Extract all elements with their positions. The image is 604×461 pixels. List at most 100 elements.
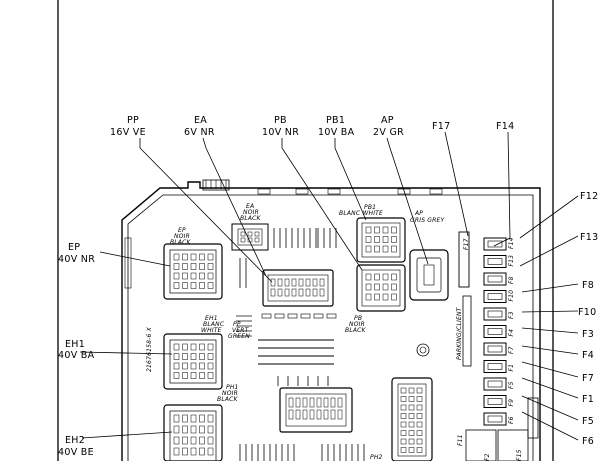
connector-pin bbox=[207, 372, 214, 379]
fuse-slot-f8: F8 bbox=[483, 272, 515, 286]
connector-pin bbox=[391, 245, 397, 253]
connector-pin bbox=[207, 447, 214, 456]
connector-pin bbox=[199, 253, 205, 261]
pb-label-2: NOIR bbox=[349, 321, 365, 328]
connector-pin bbox=[302, 409, 308, 420]
fuse-slot-label: F7 bbox=[508, 346, 515, 354]
connector-pin bbox=[240, 237, 246, 243]
connector-pb1 bbox=[356, 217, 406, 263]
eh1-label-3: WHITE bbox=[201, 327, 222, 334]
fuse-f17-slot bbox=[458, 231, 470, 288]
connector-pin bbox=[207, 343, 214, 351]
connector-pin bbox=[323, 409, 329, 420]
connector-pin bbox=[391, 273, 397, 281]
connector-pin bbox=[309, 409, 315, 420]
callout-pb1-spec: 10V BA bbox=[318, 127, 355, 138]
fuse-body bbox=[483, 342, 507, 356]
connector-pin bbox=[391, 236, 397, 243]
callout-eh2-label: EH2 bbox=[65, 435, 85, 446]
fuse-slot-f7: F7 bbox=[483, 342, 515, 356]
fuse-window bbox=[487, 310, 503, 318]
connector-pin bbox=[316, 397, 322, 408]
callout-pp-spec: 16V VE bbox=[110, 127, 146, 138]
connector-pin bbox=[254, 237, 260, 243]
connector-pin bbox=[400, 430, 407, 436]
pb1-label-2: BLANC WHITE bbox=[339, 210, 383, 217]
callout-eh2-spec: 40V BE bbox=[58, 447, 94, 458]
pp-label-1: PP bbox=[233, 321, 241, 328]
connector-pin bbox=[199, 362, 205, 370]
connector-pin bbox=[302, 397, 308, 408]
connector-pin bbox=[173, 425, 180, 434]
ea-label-1: EA bbox=[246, 203, 254, 210]
fuse-slot-f5: F5 bbox=[483, 377, 515, 391]
connector-pin bbox=[207, 263, 214, 270]
ph1-label-2: NOIR bbox=[222, 390, 238, 397]
callout-ap-spec: 2V GR bbox=[373, 127, 404, 138]
f17-slot-label: F17 bbox=[463, 238, 470, 250]
connector-pin bbox=[173, 436, 180, 445]
connector-pin bbox=[416, 413, 423, 419]
connector-pin bbox=[305, 288, 311, 297]
connector-pin bbox=[207, 436, 214, 445]
connector-pin bbox=[190, 372, 197, 379]
connector-pin bbox=[207, 414, 214, 423]
connector-pin bbox=[199, 414, 205, 423]
connector-pin bbox=[416, 438, 423, 445]
connector-pin bbox=[374, 273, 380, 281]
f11-slot-label: F11 bbox=[457, 434, 464, 446]
callout-f14-label: F14 bbox=[496, 121, 514, 132]
connector-pin bbox=[190, 425, 197, 434]
connector-pin bbox=[288, 397, 294, 408]
connector-pin bbox=[408, 387, 415, 394]
connector-pin bbox=[182, 272, 188, 280]
fuse-body bbox=[483, 360, 507, 373]
callout-f8: F8 bbox=[582, 280, 594, 291]
fuse-slot-f3: F3 bbox=[483, 307, 515, 321]
connector-pin bbox=[182, 282, 188, 289]
ph2-label: PH2 bbox=[370, 454, 383, 461]
fuse-window bbox=[487, 345, 503, 353]
connector-pin bbox=[400, 438, 407, 445]
connector-pin bbox=[182, 425, 188, 434]
callout-f6: F6 bbox=[582, 436, 594, 447]
connector-pin bbox=[199, 436, 205, 445]
connector-pin bbox=[400, 421, 407, 428]
connector-ph2 bbox=[391, 377, 433, 461]
connector-pin bbox=[408, 396, 415, 402]
connector-pin bbox=[199, 372, 205, 379]
connector-pin bbox=[182, 263, 188, 270]
connector-pin bbox=[190, 362, 197, 370]
connector-pin bbox=[416, 430, 423, 436]
callout-eh1-spec: 40V BA bbox=[58, 350, 95, 361]
eh1-label-2: BLANC bbox=[203, 321, 225, 328]
connector-pin bbox=[190, 253, 197, 261]
callouts-right: F12 F13 F8 F10 F3 F4 F7 F1 F5 F6 bbox=[578, 191, 598, 447]
connector-pin bbox=[199, 263, 205, 270]
connector-pin bbox=[207, 253, 214, 261]
connector-pin bbox=[400, 447, 407, 453]
connector-pin bbox=[173, 253, 180, 261]
rib-slot bbox=[300, 313, 311, 319]
callout-pb-label: PB bbox=[274, 115, 287, 126]
callout-pb-spec: 10V NR bbox=[262, 127, 299, 138]
connector-pin bbox=[416, 387, 423, 394]
connector-pin bbox=[291, 278, 297, 287]
fuse-window bbox=[487, 380, 503, 388]
connector-pin bbox=[277, 288, 283, 297]
rib-slot bbox=[274, 313, 285, 319]
bottom-fuse-block bbox=[465, 429, 529, 461]
fuse-body bbox=[483, 272, 507, 286]
connector-pin bbox=[207, 272, 214, 280]
connector-pin bbox=[400, 396, 407, 402]
connector-pin bbox=[182, 372, 188, 379]
callouts-left: EP 40V NR EH1 40V BA EH2 40V BE bbox=[58, 242, 95, 458]
fuse-window bbox=[487, 275, 503, 283]
ep-label-3: BLACK bbox=[170, 239, 192, 246]
connector-pin bbox=[337, 397, 343, 408]
connector-pin bbox=[190, 414, 197, 423]
callout-pb1-label: PB1 bbox=[326, 115, 345, 126]
connector-pin bbox=[382, 273, 389, 281]
connector-pin bbox=[330, 397, 336, 408]
